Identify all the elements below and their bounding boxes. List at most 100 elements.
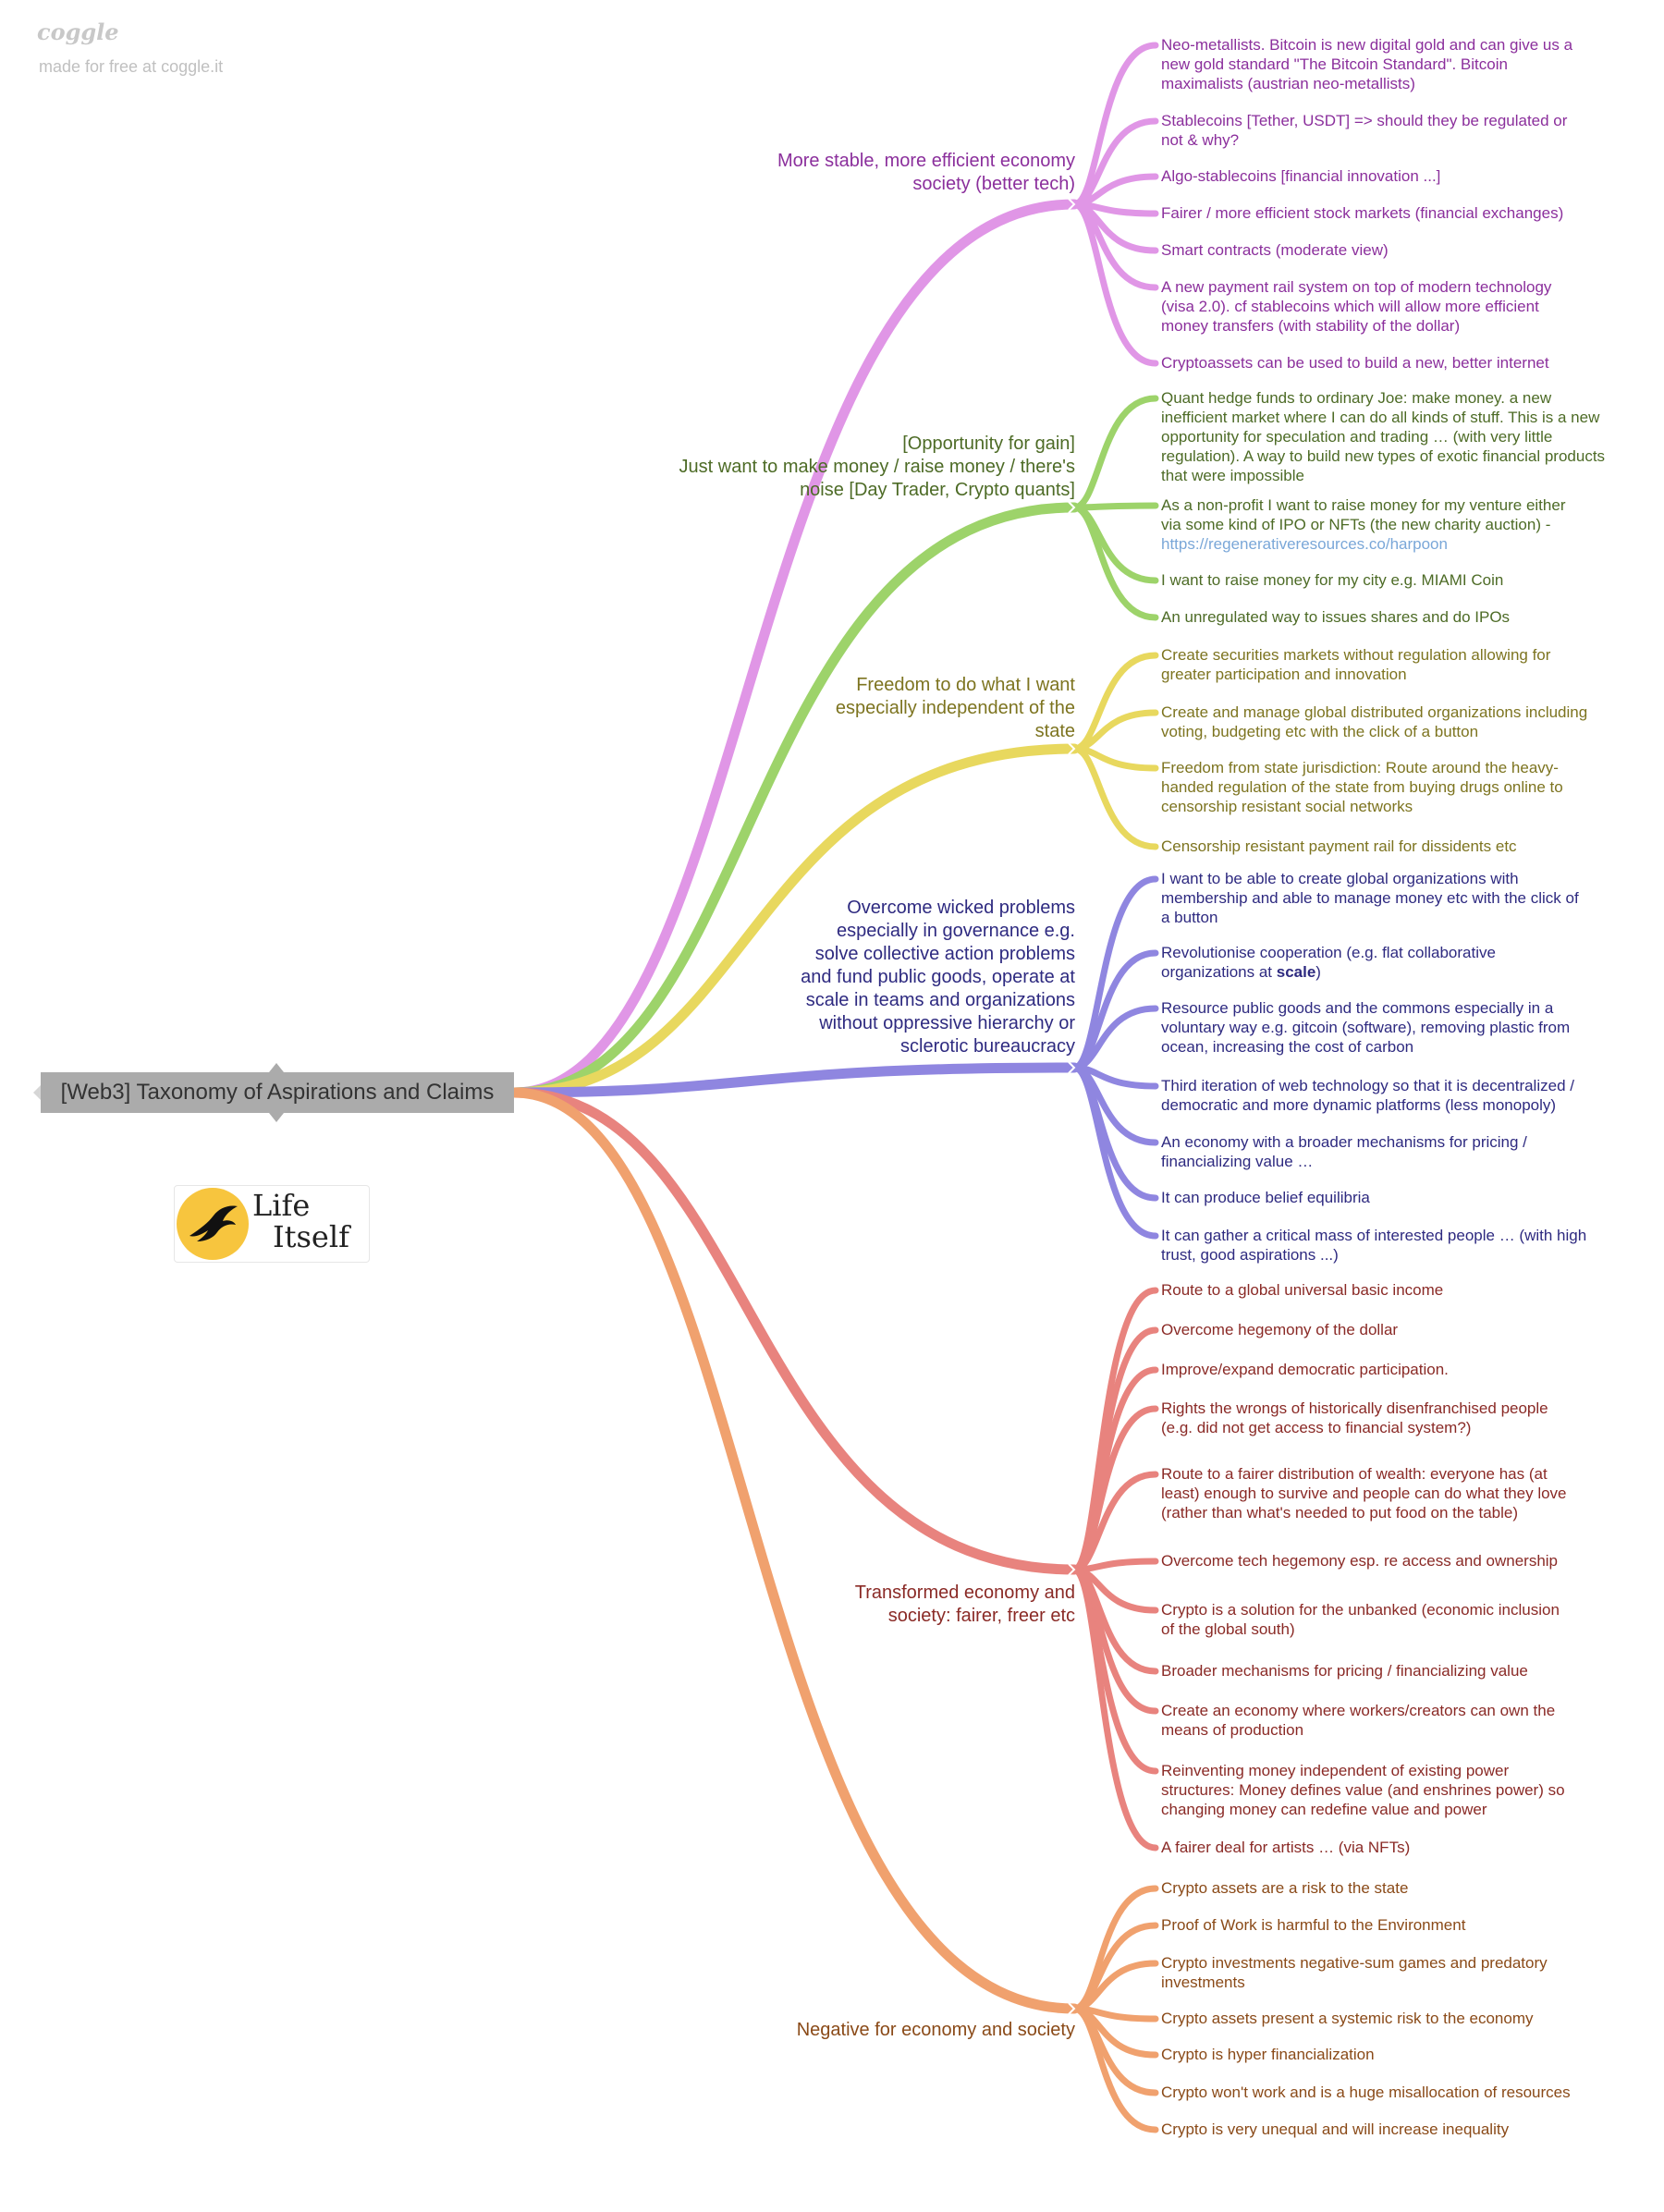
root-collapse-arrow-icon[interactable] bbox=[33, 1085, 41, 1100]
leaf-text-line: voting, budgeting etc with the click of … bbox=[1161, 723, 1479, 740]
leaf-text-segment: ) bbox=[1315, 963, 1321, 981]
leaf-node-freedom[interactable]: Freedom from state jurisdiction: Route a… bbox=[1161, 758, 1614, 816]
leaf-node-negative[interactable]: Crypto won't work and is a huge misalloc… bbox=[1161, 2083, 1614, 2102]
leaf-node-transformed[interactable]: Rights the wrongs of historically disenf… bbox=[1161, 1399, 1614, 1437]
leaf-node-freedom[interactable]: Create securities markets without regula… bbox=[1161, 645, 1614, 684]
branch-node-chevron-icon[interactable] bbox=[1068, 198, 1076, 211]
leaf-node-negative[interactable]: Crypto assets are a risk to the state bbox=[1161, 1878, 1614, 1898]
leaf-bold-text: scale bbox=[1276, 963, 1316, 981]
leaf-node-wicked[interactable]: An economy with a broader mechanisms for… bbox=[1161, 1132, 1614, 1171]
root-expand-down-icon[interactable] bbox=[269, 1113, 284, 1122]
leaf-node-opportunity[interactable]: As a non-profit I want to raise money fo… bbox=[1161, 495, 1614, 554]
leaf-node-stable[interactable]: Cryptoassets can be used to build a new,… bbox=[1161, 353, 1614, 373]
leaf-node-negative[interactable]: Crypto is hyper financialization bbox=[1161, 2045, 1614, 2064]
coggle-logo[interactable]: coggle bbox=[37, 18, 119, 45]
branch-node-chevron-icon[interactable] bbox=[1068, 2002, 1076, 2015]
leaf-node-transformed[interactable]: Reinventing money independent of existin… bbox=[1161, 1761, 1614, 1819]
leaf-text-line: of the global south) bbox=[1161, 1620, 1295, 1638]
made-with-coggle-text[interactable]: made for free at coggle.it bbox=[39, 57, 224, 76]
leaf-text-line: Broader mechanisms for pricing / financi… bbox=[1161, 1662, 1528, 1680]
leaf-node-freedom[interactable]: Create and manage global distributed org… bbox=[1161, 703, 1614, 741]
leaf-text-line: Third iteration of web technology so tha… bbox=[1161, 1077, 1574, 1094]
wordmark-line-2: Itself bbox=[273, 1219, 349, 1254]
leaf-text-line: Proof of Work is harmful to the Environm… bbox=[1161, 1916, 1466, 1934]
leaf-text-line: that were impossible bbox=[1161, 467, 1304, 484]
leaf-node-transformed[interactable]: Broader mechanisms for pricing / financi… bbox=[1161, 1661, 1614, 1680]
leaf-text-line: Crypto is very unequal and will increase… bbox=[1161, 2120, 1510, 2138]
leaf-node-stable[interactable]: Fairer / more efficient stock markets (f… bbox=[1161, 203, 1614, 223]
leaf-connector-opportunity bbox=[1071, 502, 1159, 511]
leaf-node-wicked[interactable]: Revolutionise cooperation (e.g. flat col… bbox=[1161, 943, 1614, 982]
root-expand-up-icon[interactable] bbox=[269, 1063, 284, 1072]
root-node[interactable]: [Web3] Taxonomy of Aspirations and Claim… bbox=[41, 1072, 514, 1113]
leaf-text-line: opportunity for speculation and trading … bbox=[1161, 428, 1553, 446]
leaf-text-line: An economy with a broader mechanisms for… bbox=[1161, 1133, 1527, 1151]
leaf-node-freedom[interactable]: Censorship resistant payment rail for di… bbox=[1161, 837, 1614, 856]
leaf-text-line: Resource public goods and the commons es… bbox=[1161, 999, 1554, 1017]
leaf-node-negative[interactable]: Crypto investments negative-sum games an… bbox=[1161, 1953, 1614, 1992]
leaf-node-stable[interactable]: Algo-stablecoins [financial innovation .… bbox=[1161, 166, 1614, 186]
branch-label-line: society: fairer, freer etc bbox=[887, 1606, 1075, 1626]
branch-node-chevron-icon[interactable] bbox=[1068, 501, 1076, 514]
branch-node-chevron-icon[interactable] bbox=[1068, 1563, 1076, 1576]
life-itself-logo: Life Itself bbox=[174, 1185, 370, 1263]
leaf-text-line: voluntary way e.g. gitcoin (software), r… bbox=[1161, 1019, 1571, 1036]
branch-label-line: More stable, more efficient economy bbox=[777, 151, 1075, 171]
leaf-text-line: Rights the wrongs of historically disenf… bbox=[1161, 1399, 1548, 1417]
leaf-text-line: maximalists (austrian neo-metallists) bbox=[1161, 75, 1415, 92]
leaf-node-opportunity[interactable]: Quant hedge funds to ordinary Joe: make … bbox=[1161, 388, 1614, 485]
leaf-node-transformed[interactable]: Route to a fairer distribution of wealth… bbox=[1161, 1464, 1614, 1522]
leaf-text-line: handed regulation of the state from buyi… bbox=[1161, 778, 1563, 796]
leaf-text-line: Fairer / more efficient stock markets (f… bbox=[1161, 204, 1564, 222]
leaf-text-line: Overcome tech hegemony esp. re access an… bbox=[1161, 1552, 1559, 1570]
leaf-node-stable[interactable]: Smart contracts (moderate view) bbox=[1161, 240, 1614, 260]
leaf-node-opportunity[interactable]: I want to raise money for my city e.g. M… bbox=[1161, 570, 1614, 590]
life-itself-wordmark: Life Itself bbox=[252, 1190, 349, 1253]
leaf-connector-transformed bbox=[1071, 1566, 1159, 1851]
leaf-text-line: I want to raise money for my city e.g. M… bbox=[1161, 571, 1504, 589]
leaf-node-negative[interactable]: Crypto is very unequal and will increase… bbox=[1161, 2120, 1614, 2139]
leaf-node-stable[interactable]: Neo-metallists. Bitcoin is new digital g… bbox=[1161, 35, 1614, 93]
leaf-node-transformed[interactable]: Overcome tech hegemony esp. re access an… bbox=[1161, 1551, 1614, 1570]
leaf-connector-opportunity bbox=[1071, 395, 1159, 511]
branch-node-chevron-icon[interactable] bbox=[1068, 1061, 1076, 1074]
leaf-node-transformed[interactable]: A fairer deal for artists … (via NFTs) bbox=[1161, 1838, 1614, 1857]
branch-connector-opportunity bbox=[508, 502, 1080, 1098]
leaf-node-transformed[interactable]: Overcome hegemony of the dollar bbox=[1161, 1320, 1614, 1339]
branch-label-opportunity[interactable]: [Opportunity for gain]Just want to make … bbox=[679, 433, 1075, 502]
leaf-connector-negative bbox=[1071, 1960, 1159, 2012]
leaf-node-wicked[interactable]: It can produce belief equilibria bbox=[1161, 1188, 1614, 1207]
leaf-node-wicked[interactable]: Resource public goods and the commons es… bbox=[1161, 998, 1614, 1057]
branch-label-line: Overcome wicked problems bbox=[847, 898, 1075, 918]
leaf-text-line: Overcome hegemony of the dollar bbox=[1161, 1321, 1399, 1338]
leaf-node-wicked[interactable]: I want to be able to create global organ… bbox=[1161, 869, 1614, 927]
leaf-text-line: Quant hedge funds to ordinary Joe: make … bbox=[1161, 389, 1552, 407]
branch-connector-wicked bbox=[508, 1062, 1080, 1098]
leaf-text-line: A new payment rail system on top of mode… bbox=[1161, 278, 1552, 296]
leaf-node-negative[interactable]: Proof of Work is harmful to the Environm… bbox=[1161, 1915, 1614, 1935]
leaf-node-transformed[interactable]: Route to a global universal basic income bbox=[1161, 1280, 1614, 1300]
branch-node-chevron-icon[interactable] bbox=[1068, 742, 1076, 755]
leaf-text-line: Censorship resistant payment rail for di… bbox=[1161, 837, 1517, 855]
leaf-node-wicked[interactable]: Third iteration of web technology so tha… bbox=[1161, 1076, 1614, 1115]
leaf-text-line: Crypto assets are a risk to the state bbox=[1161, 1879, 1409, 1897]
leaf-node-stable[interactable]: Stablecoins [Tether, USDT] => should the… bbox=[1161, 111, 1614, 150]
leaf-node-transformed[interactable]: Improve/expand democratic participation. bbox=[1161, 1360, 1614, 1379]
leaf-text-line: means of production bbox=[1161, 1721, 1304, 1739]
leaf-node-wicked[interactable]: It can gather a critical mass of interes… bbox=[1161, 1226, 1614, 1265]
leaf-connector-opportunity bbox=[1071, 504, 1159, 621]
leaf-node-stable[interactable]: A new payment rail system on top of mode… bbox=[1161, 277, 1614, 336]
leaf-node-opportunity[interactable]: An unregulated way to issues shares and … bbox=[1161, 607, 1614, 627]
leaf-node-negative[interactable]: Crypto assets present a systemic risk to… bbox=[1161, 2009, 1614, 2028]
leaf-connector-wicked bbox=[1071, 875, 1159, 1071]
branch-label-line: [Opportunity for gain] bbox=[902, 434, 1075, 454]
branch-label-negative[interactable]: Negative for economy and society bbox=[797, 2019, 1075, 2042]
leaf-node-transformed[interactable]: Create an economy where workers/creators… bbox=[1161, 1701, 1614, 1740]
leaf-node-transformed[interactable]: Crypto is a solution for the unbanked (e… bbox=[1161, 1600, 1614, 1639]
leaf-connector-stable bbox=[1071, 117, 1159, 208]
leaf-link[interactable]: https://regenerativeresources.co/harpoon bbox=[1161, 535, 1448, 553]
